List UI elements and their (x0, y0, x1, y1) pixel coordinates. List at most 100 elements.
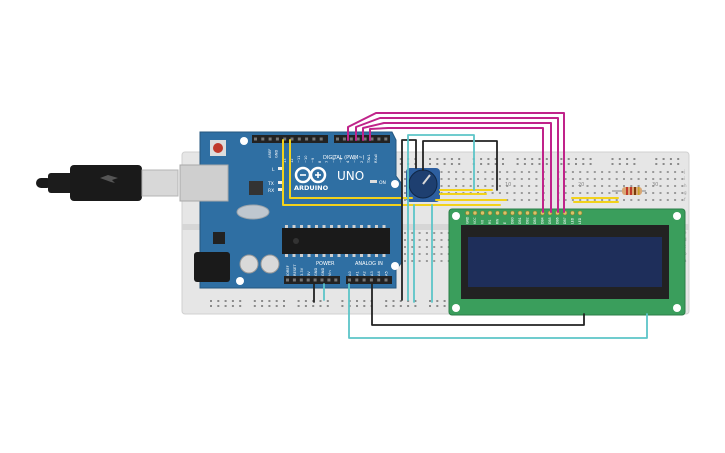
lcd-pin (480, 210, 485, 216)
breadboard-rail-hole (582, 163, 585, 165)
breadboard-hole (644, 178, 647, 180)
lcd-pin (472, 210, 478, 216)
chip-leg (345, 225, 348, 228)
breadboard-hole (411, 232, 414, 234)
breadboard-hole (666, 199, 669, 201)
breadboard-hole (615, 185, 618, 187)
header-pin (313, 278, 317, 282)
breadboard-rail-hole (356, 305, 358, 307)
lcd-pin (487, 210, 493, 216)
usb-symbol-icon (100, 175, 118, 183)
breadboard-rail-hole (502, 163, 504, 165)
breadboard-rail-hole (618, 158, 621, 160)
breadboard-rail-hole (392, 300, 395, 302)
dc-power-jack (194, 252, 230, 282)
breadboard-hole (579, 171, 582, 173)
breadboard-rail-hole (253, 300, 256, 302)
header-pin (299, 278, 303, 282)
breadboard-hole (520, 192, 523, 194)
breadboard-hole (623, 178, 625, 180)
wire-black (401, 139, 417, 301)
breadboard-hole (637, 178, 640, 180)
led-tx-label: TX (267, 181, 274, 187)
breadboard-hole (579, 178, 582, 180)
header-pin (327, 278, 331, 282)
breadboard-hole (608, 185, 611, 187)
power-pin-label: 3.3V (300, 267, 304, 276)
breadboard-hole (433, 246, 436, 248)
breadboard-hole (528, 192, 531, 194)
lcd-pin-label: DB2 (526, 217, 530, 224)
breadboard-rail-hole (655, 158, 658, 160)
mount-hole (236, 277, 244, 285)
lcd-pin (570, 210, 575, 216)
breadboard-rail-hole (224, 305, 227, 307)
power-pin-label: GND (321, 268, 325, 276)
lcd-mount-hole (673, 304, 681, 312)
breadboard-hole (615, 171, 618, 173)
potentiometer (406, 168, 440, 202)
breadboard-hole (571, 178, 574, 180)
breadboard-hole (440, 260, 443, 262)
wire-black (371, 283, 585, 326)
breadboard-hole (491, 185, 494, 187)
breadboard-hole (440, 232, 443, 234)
breadboard-rail-hole (312, 305, 315, 307)
breadboard-rail-hole (487, 158, 490, 160)
breadboard-rail-hole (407, 305, 410, 307)
breadboard-rail-hole (567, 163, 570, 165)
chip-leg (367, 225, 371, 228)
resistor-band (626, 187, 628, 195)
header-pin (336, 137, 339, 141)
breadboard-hole (593, 171, 596, 173)
breadboard-hole (425, 232, 428, 234)
breadboard-hole (404, 246, 406, 248)
lcd-pin (495, 210, 500, 216)
breadboard-hole (528, 171, 531, 173)
breadboard-rail-hole (326, 305, 329, 307)
usb-plug-housing (70, 165, 142, 201)
breadboard-hole (440, 171, 443, 173)
breadboard-rail-hole (545, 163, 548, 165)
breadboard-hole (644, 192, 647, 194)
breadboard-hole (608, 199, 611, 201)
breadboard-rail-hole (275, 300, 278, 302)
breadboard-hole (630, 199, 633, 201)
breadboard-rail-hole (443, 300, 446, 302)
breadboard-rail-hole (414, 305, 417, 307)
chip-leg (352, 254, 356, 257)
digital-pin-label: 7 (325, 161, 329, 163)
power-header-label: POWER (316, 261, 335, 267)
breadboard-rail-hole (523, 163, 526, 165)
breadboard-hole (681, 178, 684, 180)
breadboard-hole (571, 185, 574, 187)
header-pin (319, 137, 323, 141)
wire-yellow (282, 139, 501, 206)
breadboard-rail-hole (677, 158, 680, 160)
potentiometer-indicator (422, 174, 431, 185)
lcd-pin (502, 210, 508, 216)
breadboard-col-label-10: 10 (505, 182, 511, 188)
chip-leg (300, 254, 303, 257)
lcd-pin-label: DB6 (556, 217, 560, 224)
lcd-pin-label: DB4 (541, 217, 545, 224)
breadboard-rail-hole (487, 163, 490, 165)
header-pin (261, 137, 265, 141)
breadboard-rail-hole (538, 158, 541, 160)
breadboard-hole (498, 171, 501, 173)
breadboard-hole (440, 253, 443, 255)
breadboard-hole (571, 199, 574, 201)
header-pin (268, 137, 272, 141)
header-pin (305, 137, 309, 141)
header-pin (384, 137, 388, 141)
resistor-band (634, 187, 636, 195)
breadboard-hole (564, 185, 567, 187)
breadboard-hole (469, 185, 472, 187)
breadboard-hole (513, 192, 516, 194)
breadboard-rail-hole (458, 158, 461, 160)
power-pin-label: RESET (293, 264, 297, 276)
breadboard-hole (506, 185, 509, 187)
breadboard-rail-hole (407, 300, 410, 302)
breadboard-rail-hole (268, 305, 271, 307)
breadboard-rail-hole (399, 305, 402, 307)
